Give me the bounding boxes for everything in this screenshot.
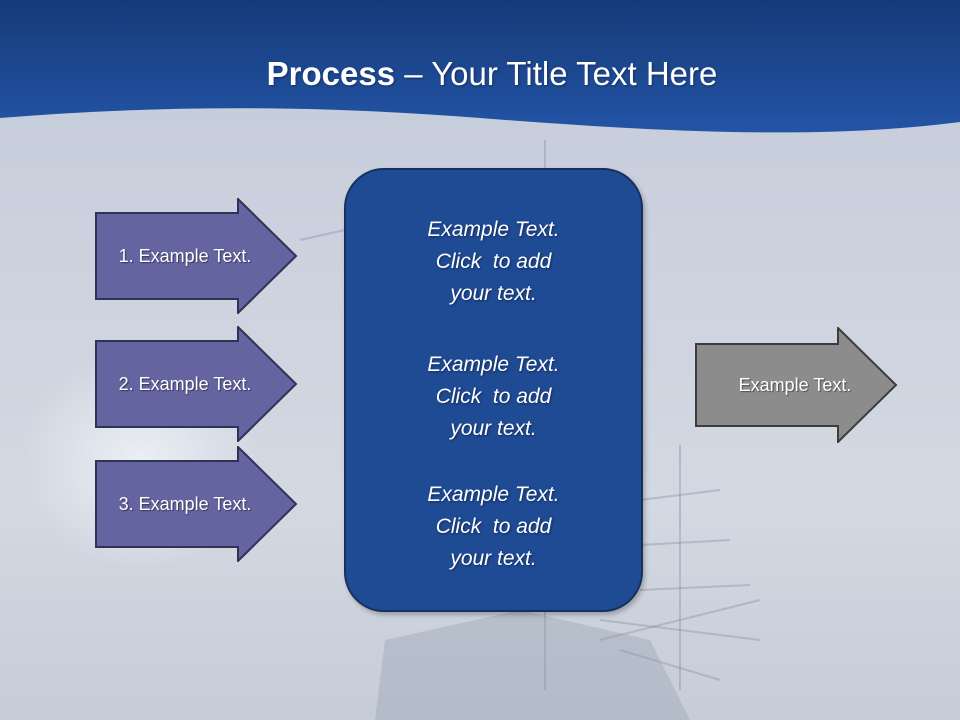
arrow-shape (95, 326, 298, 442)
process-box: Example Text. Click to add your text. Ex… (344, 168, 643, 612)
ship-hull (375, 610, 690, 720)
process-text-line: Example Text. (427, 353, 560, 376)
output-arrow-label: Example Text. (738, 374, 852, 395)
process-text-line: Example Text. (427, 218, 560, 241)
arrow-shape (695, 327, 898, 443)
input-arrow-label: 1. Example Text. (118, 245, 252, 266)
input-arrow-2: 2. Example Text. (95, 326, 299, 442)
slide-title: Process – Your Title Text Here (0, 52, 960, 96)
process-text-block-1: Example Text. Click to add your text. (346, 214, 641, 310)
title-rest: – Your Title Text Here (395, 55, 718, 92)
process-text-line: Example Text. (427, 483, 560, 506)
title-bold: Process (266, 55, 396, 92)
process-text-line: Click to add (435, 515, 552, 538)
input-arrow-3: 3. Example Text. (95, 446, 299, 562)
header-band (0, 0, 960, 133)
input-arrow-1: 1. Example Text. (95, 198, 299, 314)
process-text-line: your text. (450, 282, 537, 305)
process-text-line: Click to add (435, 385, 552, 408)
process-text-line: Click to add (435, 250, 552, 273)
input-arrow-label: 2. Example Text. (118, 373, 252, 394)
output-arrow: Example Text. (695, 327, 899, 443)
process-text-line: your text. (450, 417, 537, 440)
arrow-shape (95, 446, 298, 562)
arrow-shape (95, 198, 298, 314)
input-arrow-label: 3. Example Text. (118, 493, 252, 514)
process-text-block-2: Example Text. Click to add your text. (346, 349, 641, 445)
process-text-block-3: Example Text. Click to add your text. (346, 479, 641, 575)
process-text-line: your text. (450, 547, 537, 570)
